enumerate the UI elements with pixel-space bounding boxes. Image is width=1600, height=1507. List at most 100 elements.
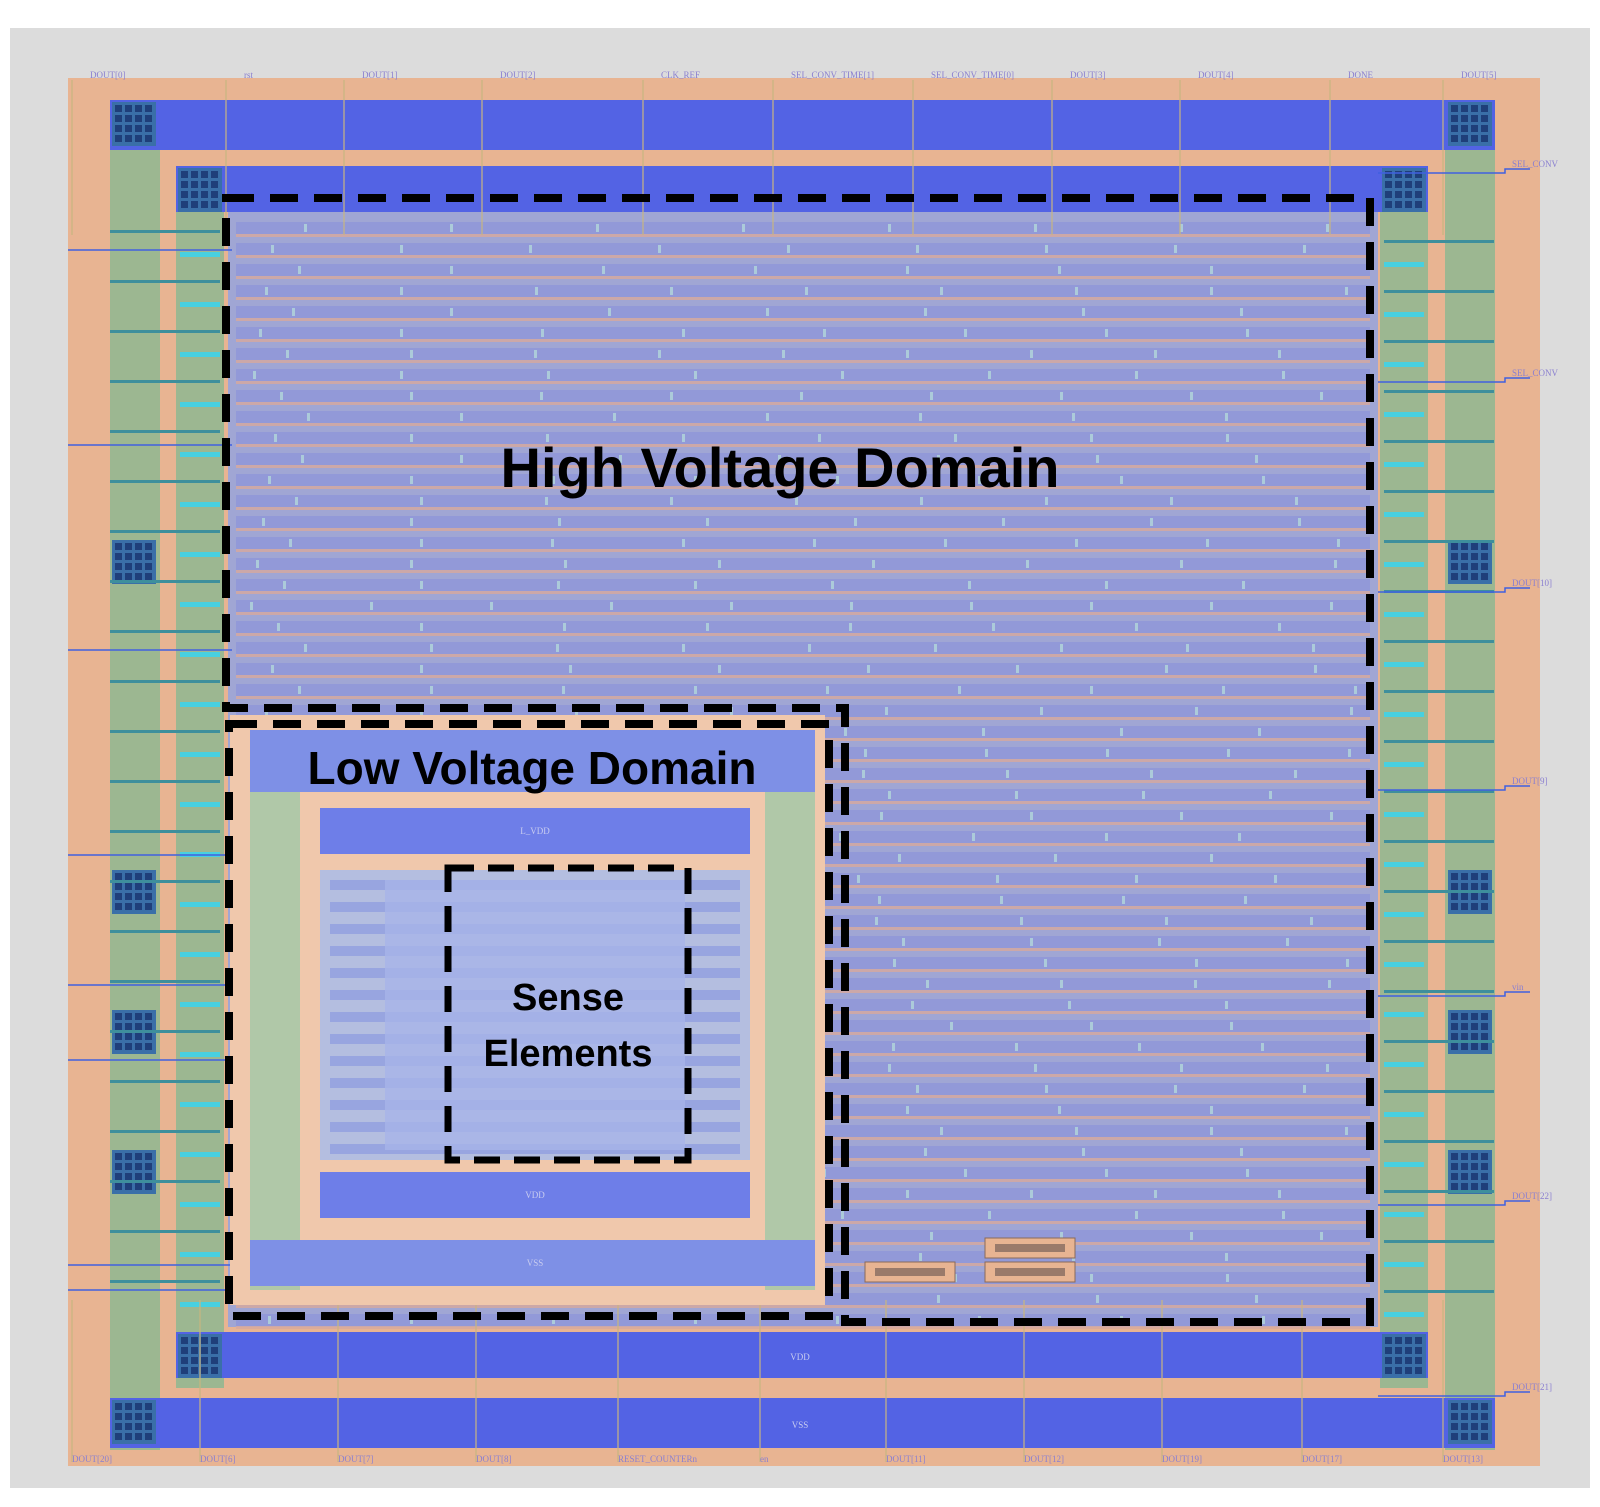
lv-title-band (250, 730, 815, 792)
cell-row (236, 453, 1370, 468)
top-pin-label: SEL_CONV_TIME[0] (931, 70, 1014, 80)
bottom-pin-label: RESET_COUNTERn (618, 1454, 698, 1464)
left-pin-pad (180, 552, 220, 557)
left-pin-stub (110, 780, 220, 783)
right-pin-wire (1378, 785, 1530, 791)
left-pin-pad (180, 1052, 220, 1057)
inner-bottom-rail (176, 1332, 1428, 1378)
top-pin-label: CLK_REF (661, 70, 700, 80)
left-pin-stub (110, 880, 220, 883)
top-pin-label: DOUT[4] (1198, 70, 1234, 80)
left-pin-stub (110, 380, 220, 383)
left-pin-stub (110, 530, 220, 533)
via-array (1448, 1400, 1492, 1444)
sense-elements-label-line1: Sense (512, 977, 624, 1019)
left-pin-pad (180, 1152, 220, 1157)
right-pin-stub (1384, 1240, 1494, 1243)
right-pin-wire (1378, 1200, 1530, 1206)
right-pin-pad (1384, 1312, 1424, 1317)
left-pin-pad (180, 302, 220, 307)
right-pin-label: SEL_CONV (1512, 368, 1559, 378)
via-array (112, 102, 156, 146)
lv-bottom-rail (250, 1240, 815, 1286)
via-array (1448, 102, 1492, 146)
bottom-pin-label: en (760, 1454, 769, 1464)
cell-row (236, 285, 1370, 300)
right-pin-pad (1384, 1262, 1424, 1267)
cell-row (236, 495, 1370, 510)
right-pin-pad (1384, 812, 1424, 817)
left-pin-stub (110, 730, 220, 733)
top-pin-label: DOUT[2] (500, 70, 536, 80)
cell-row (236, 390, 1370, 405)
bottom-pin-label: DOUT[6] (200, 1454, 236, 1464)
left-pin-stub (110, 280, 220, 283)
right-pin-pad (1384, 862, 1424, 867)
right-pin-label: DOUT[10] (1512, 578, 1552, 588)
cell-row (236, 264, 1370, 279)
cell-row (236, 558, 1370, 573)
cell-row (236, 600, 1370, 615)
left-pin-pad (180, 652, 220, 657)
sense-elements-label-line2: Elements (484, 1033, 653, 1075)
right-pin-pad (1384, 312, 1424, 317)
high-voltage-domain-outline (222, 194, 1374, 1326)
left-pin-pad (180, 802, 220, 807)
right-pin-label: SEL_CONV (1512, 159, 1559, 169)
left-pin-stub (110, 1130, 220, 1133)
bottom-pin-label: DOUT[17] (1302, 1454, 1342, 1464)
right-pin-stub (1384, 990, 1494, 993)
left-pin-pad (180, 1252, 220, 1257)
bottom-pin-label: DOUT[12] (1024, 1454, 1064, 1464)
right-pin-label: DOUT[21] (1512, 1382, 1552, 1392)
top-pin-label: DOUT[5] (1461, 70, 1497, 80)
lv-lower-rail-label: VDD (525, 1190, 545, 1200)
left-pin-stub (110, 980, 220, 983)
right-pin-wire (1378, 1391, 1530, 1397)
right-pin-pad (1384, 562, 1424, 567)
left-pin-stub (110, 1080, 220, 1083)
right-pin-pad (1384, 662, 1424, 667)
left-pin-pad (180, 502, 220, 507)
low-voltage-domain-label: Low Voltage Domain (308, 742, 757, 794)
right-pin-label: DOUT[9] (1512, 776, 1548, 786)
sense-inner-fill (385, 880, 685, 1150)
right-pin-wire (1378, 991, 1530, 997)
right-pin-stub (1384, 440, 1494, 443)
right-pin-wire (1378, 587, 1530, 593)
cell-row (236, 579, 1370, 594)
via-array (1382, 1334, 1426, 1378)
right-pin-pad (1384, 262, 1424, 267)
left-pin-stub (110, 580, 220, 583)
right-pin-label: vin (1512, 982, 1524, 992)
lv-upper-rail (320, 808, 750, 854)
left-pin-pad (180, 1002, 220, 1007)
right-pin-stub (1384, 1190, 1494, 1193)
right-pin-stub (1384, 890, 1494, 893)
low-voltage-domain-outline (225, 720, 833, 1320)
via-array (112, 1150, 156, 1194)
right-pin-stub (1384, 340, 1494, 343)
left-pin-stub (110, 630, 220, 633)
left-outer-side-rail (110, 100, 160, 1450)
cell-row (236, 537, 1370, 552)
right-pin-stub (1384, 490, 1494, 493)
right-pin-pad (1384, 612, 1424, 617)
right-pin-stub (1384, 840, 1494, 843)
cell-row (236, 411, 1370, 426)
bottom-pin-label: DOUT[20] (72, 1454, 112, 1464)
cell-row (236, 243, 1370, 258)
left-pin-pad (180, 1202, 220, 1207)
right-pin-pad (1384, 712, 1424, 717)
right-pin-stub (1384, 240, 1494, 243)
bottom-pin-label: DOUT[11] (886, 1454, 926, 1464)
via-array (1448, 1150, 1492, 1194)
left-pin-stub (110, 230, 220, 233)
via-array (1448, 1010, 1492, 1054)
high-voltage-domain-label: High Voltage Domain (501, 436, 1060, 499)
right-pin-pad (1384, 912, 1424, 917)
left-pin-pad (180, 352, 220, 357)
left-pin-pad (180, 902, 220, 907)
lv-lower-rail (320, 1172, 750, 1218)
